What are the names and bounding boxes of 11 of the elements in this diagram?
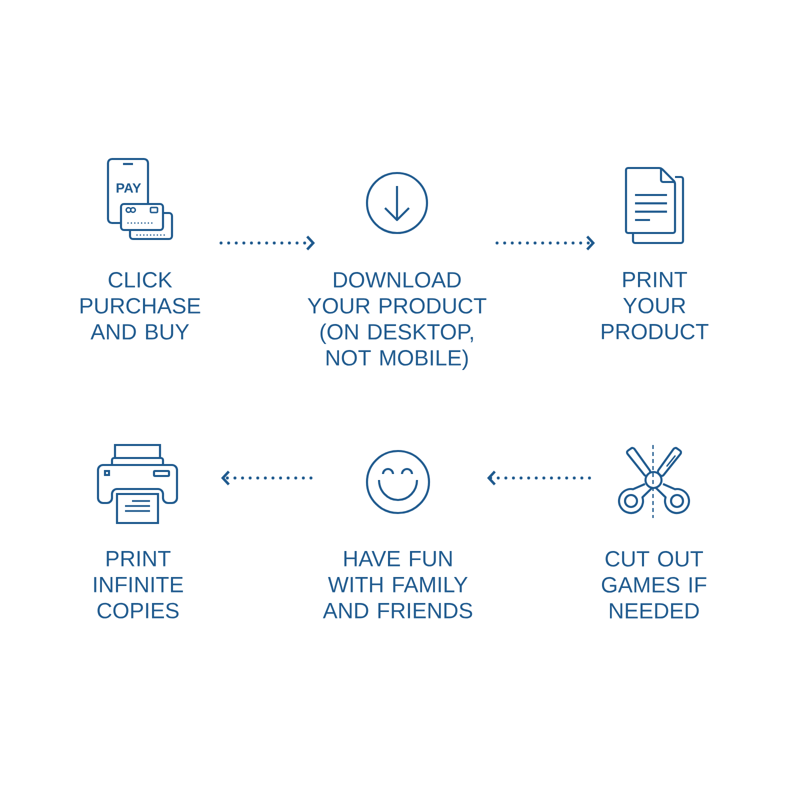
dotted-arrow <box>220 236 315 250</box>
step-caption: DOWNLOAD YOUR PRODUCT (ON DESKTOP, NOT MOBILE) <box>308 272 486 370</box>
dotted-arrow <box>496 236 595 250</box>
step-caption: CUT OUT GAMES IF NEEDED <box>602 551 706 618</box>
dotted-arrow <box>221 470 312 486</box>
dotted-arrow <box>487 470 591 486</box>
screen-text: PAY <box>116 183 142 193</box>
step-caption: CLICK PURCHASE AND BUY <box>80 272 200 340</box>
step-caption: PRINT INFINITE COPIES <box>94 551 183 618</box>
step-caption: PRINT YOUR PRODUCT <box>602 272 708 340</box>
step-caption: HAVE FUN WITH FAMILY AND FRIENDS <box>322 551 472 618</box>
